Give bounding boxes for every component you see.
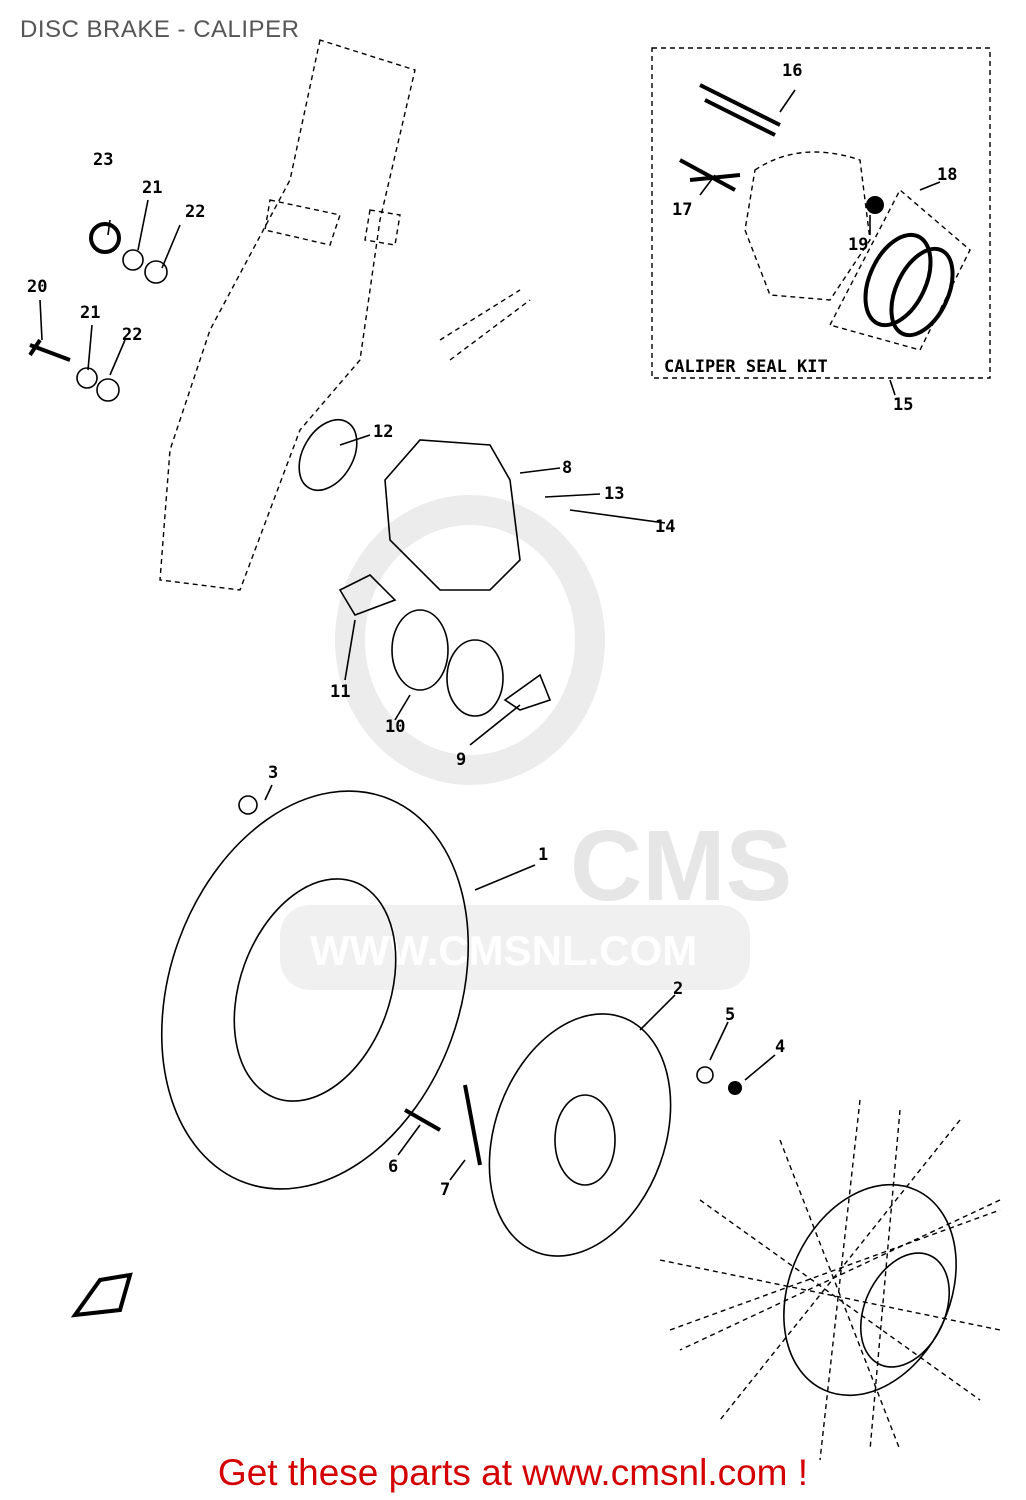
callout-5: 5 xyxy=(725,1005,735,1025)
callout-4: 4 xyxy=(775,1037,785,1057)
disc-hub-plate xyxy=(404,1013,742,1257)
callout-21: 21 xyxy=(142,178,162,198)
callout-7: 7 xyxy=(440,1180,450,1200)
callout-22: 22 xyxy=(122,325,142,345)
cmsnl-parts-link[interactable]: Get these parts at www.cmsnl.com ! xyxy=(217,1452,809,1493)
caliper-assembly xyxy=(238,418,552,815)
callout-16: 16 xyxy=(782,61,802,81)
callout-2: 2 xyxy=(673,979,683,999)
bolts-and-washers xyxy=(28,222,168,402)
caliper-seal-kit-label: CALIPER SEAL KIT xyxy=(664,357,828,377)
callout-20: 20 xyxy=(27,277,47,297)
callout-6: 6 xyxy=(388,1157,398,1177)
callout-12: 12 xyxy=(373,422,393,442)
cmsnl-watermark: CMS WWW.CMSNL.COM xyxy=(280,495,792,990)
callout-8: 8 xyxy=(562,458,572,478)
brake-disc xyxy=(160,790,470,1190)
callout-23: 23 xyxy=(93,150,113,170)
callout-15: 15 xyxy=(893,395,913,415)
callout-13: 13 xyxy=(604,484,624,504)
callout-1: 1 xyxy=(538,845,548,865)
callout-11: 11 xyxy=(330,682,350,702)
callout-19: 19 xyxy=(848,235,868,255)
callout-17: 17 xyxy=(672,200,692,220)
callout-3: 3 xyxy=(268,763,278,783)
watermark-logo: CMS xyxy=(570,810,792,922)
front-fork-outline xyxy=(159,39,531,591)
callout-18: 18 xyxy=(937,165,957,185)
caliper-seal-kit-inset: CALIPER SEAL KIT xyxy=(651,47,991,379)
diagram-title: DISC BRAKE - CALIPER xyxy=(20,16,300,43)
callout-14: 14 xyxy=(655,517,675,537)
callout-10: 10 xyxy=(385,717,405,737)
watermark-url: WWW.CMSNL.COM xyxy=(310,927,697,974)
callout-22: 22 xyxy=(185,202,205,222)
wheel-hub-spokes xyxy=(70,1099,1001,1461)
callout-9: 9 xyxy=(456,750,466,770)
part-callouts: 1 2 3 4 5 6 7 8 9 10 11 12 13 14 15 16 1… xyxy=(27,61,957,1200)
callout-21: 21 xyxy=(80,303,100,323)
leader-lines xyxy=(39,89,941,1181)
